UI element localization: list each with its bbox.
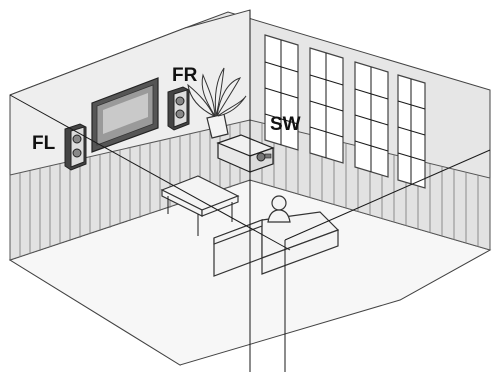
front-right-speaker bbox=[168, 87, 189, 130]
label-fl: FL bbox=[32, 133, 56, 154]
window-2 bbox=[310, 48, 343, 163]
window-3 bbox=[355, 62, 388, 177]
label-sw: SW bbox=[270, 114, 301, 135]
window-4 bbox=[398, 75, 425, 188]
label-fr: FR bbox=[172, 65, 198, 86]
